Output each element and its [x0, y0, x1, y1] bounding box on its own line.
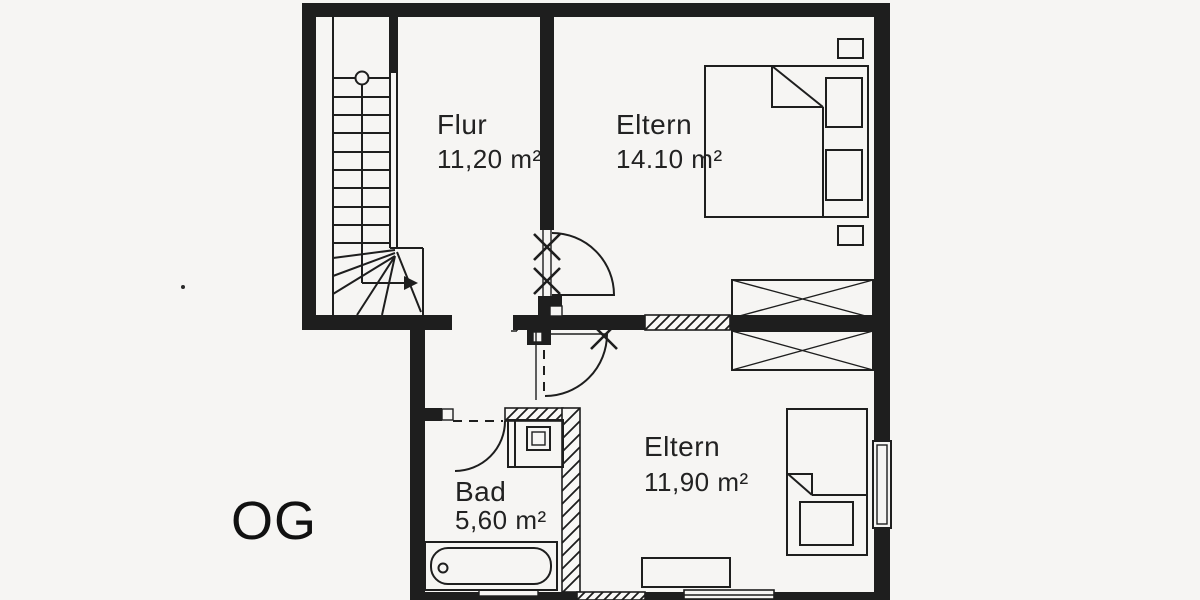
pillow — [799, 501, 854, 546]
stair-walkline — [361, 78, 408, 284]
bed-frame — [704, 65, 869, 218]
mid-wall-center — [513, 315, 645, 330]
outer-wall-left-upper — [302, 3, 316, 330]
door-leaf-line — [535, 332, 607, 400]
double-bed — [704, 65, 869, 218]
outer-wall-left-lower — [410, 315, 425, 600]
door-eltern-bottom — [535, 322, 618, 400]
door-jamb-lower-notch — [532, 331, 543, 343]
desk — [641, 557, 731, 588]
room-label-eltern-bottom: Eltern 11,90 m² — [644, 431, 749, 497]
window-right-wall — [872, 440, 892, 529]
room-label-bad: Bad 5,60 m² — [455, 476, 547, 535]
room-name: Eltern — [644, 431, 720, 462]
room-label-flur: Flur 11,20 m² — [437, 109, 542, 174]
bad-door-jamb-block — [441, 408, 454, 421]
hatched-wall-mid — [644, 314, 731, 331]
door-frame-lines — [542, 230, 552, 296]
room-area: 14.10 m² — [616, 144, 723, 174]
stair-walkline-start-circle — [354, 70, 370, 86]
stair-direction-arrow-icon — [404, 276, 418, 290]
staircase — [332, 15, 424, 316]
hatched-wall-bottom — [576, 591, 646, 600]
floor-label: OG — [231, 491, 317, 551]
nightstand-top — [837, 38, 864, 59]
door-eltern-top — [533, 230, 616, 296]
interior-wall-flur-eltern — [540, 3, 554, 230]
outer-wall-bottom — [410, 592, 890, 600]
bathtub-inner — [430, 547, 552, 585]
wardrobe-bottom — [731, 330, 874, 371]
mid-wall-left — [302, 315, 452, 330]
bed-frame — [786, 408, 868, 556]
blanket-fold — [771, 65, 824, 108]
wall-opening-x-marker — [533, 233, 561, 295]
single-bed — [786, 408, 868, 556]
stray-dot — [181, 285, 185, 289]
room-name: Flur — [437, 109, 487, 140]
bad-top-wall-piece — [425, 408, 442, 421]
door-swing-arc — [454, 420, 506, 472]
blanket-fold — [787, 473, 813, 496]
bathtub-drain — [437, 562, 449, 574]
pillow — [825, 149, 863, 201]
hatched-wall-bad-right — [561, 407, 581, 593]
door-bad — [453, 420, 506, 472]
bathtub-outer — [424, 541, 558, 591]
room-label-eltern-top: Eltern 14.10 m² — [616, 109, 723, 174]
room-area: 11,20 m² — [437, 144, 542, 174]
stair-stringers — [332, 15, 424, 315]
nightstand-bottom — [837, 225, 864, 246]
room-name: Eltern — [616, 109, 692, 140]
room-name: Bad — [455, 476, 506, 507]
door-swing-arc — [544, 333, 608, 397]
room-area: 5,60 m² — [455, 505, 547, 535]
room-area: 11,90 m² — [644, 467, 749, 497]
bathtub — [424, 541, 558, 591]
washbasin-fixture — [507, 419, 564, 468]
outer-wall-top — [302, 3, 890, 17]
stair-winder-treads — [332, 249, 422, 316]
window-bottom-eltern — [683, 589, 775, 600]
stair-wall-stub — [389, 13, 398, 73]
wall-edge-line — [511, 317, 518, 332]
wardrobe-top — [731, 279, 874, 319]
door-swing-arc — [551, 232, 616, 296]
pillow — [825, 77, 863, 128]
wall-opening-x-marker — [590, 322, 618, 350]
door-jamb-upper-notch — [549, 305, 563, 317]
